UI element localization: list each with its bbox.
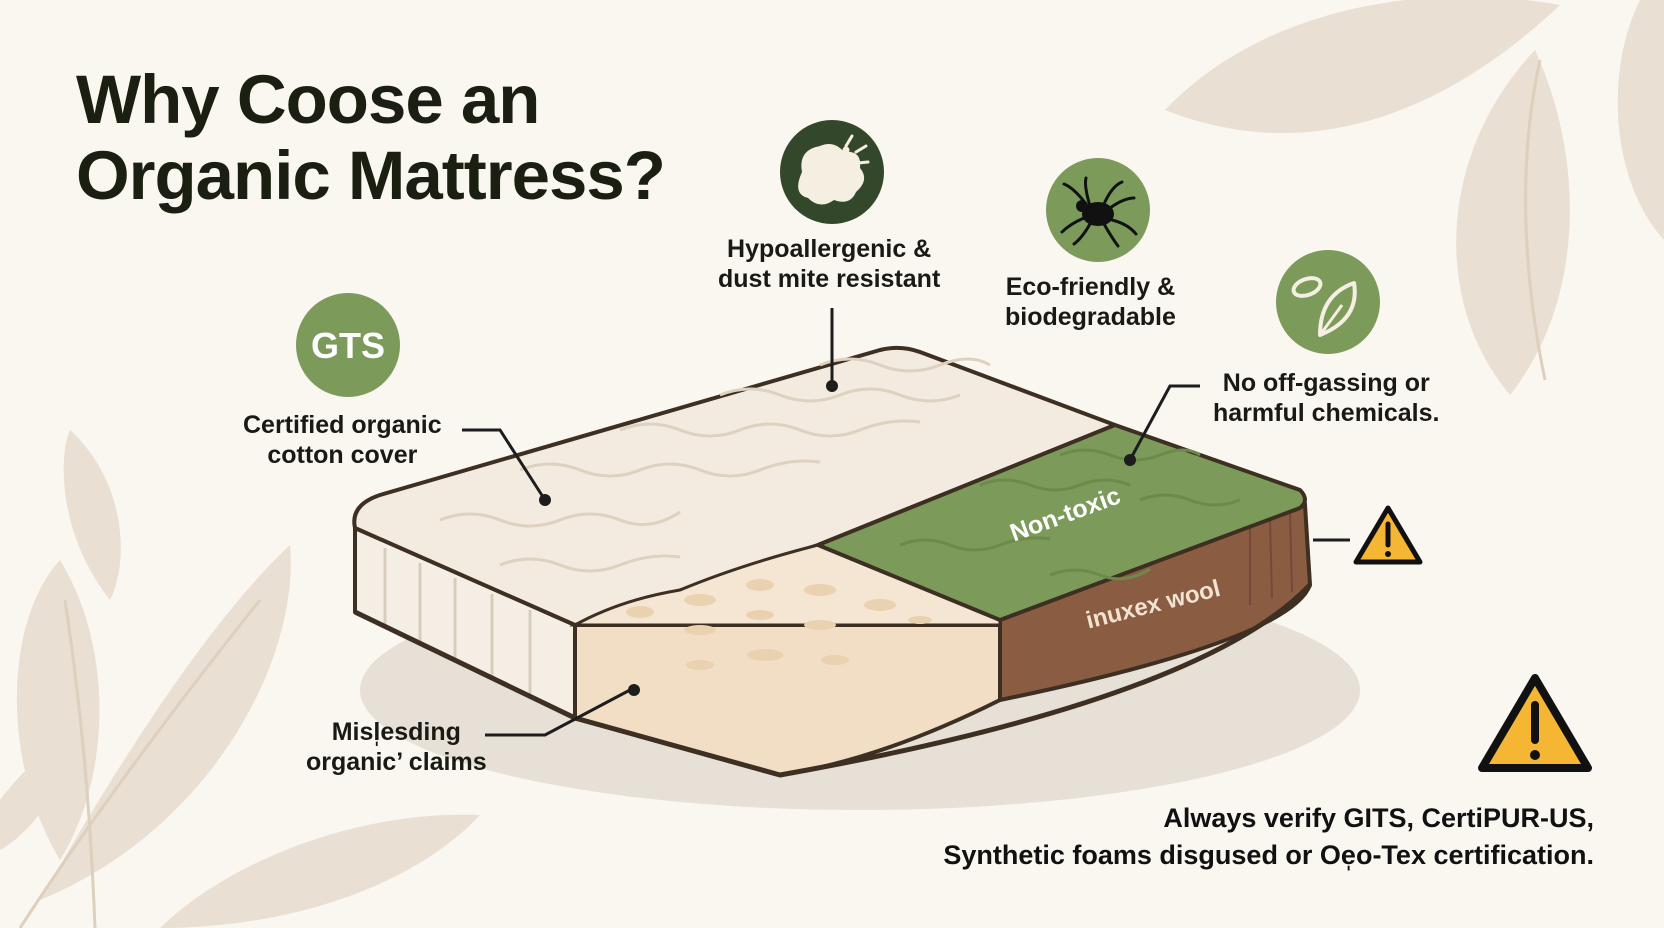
- callout-no-offgassing: No off-gassing or harmful chemicals.: [1213, 368, 1439, 428]
- wool-stripes: [1249, 511, 1293, 605]
- footer-note: Always verify GITS, CertiPUR-US, Synthet…: [943, 800, 1594, 874]
- callout-offgas-line1: No off-gassing or: [1222, 369, 1430, 397]
- leaf-seed-icon: [1276, 250, 1380, 354]
- warning-triangle-icon-large: [1478, 674, 1592, 772]
- mattress-bottom-edge: [353, 583, 1312, 778]
- latex-holes: [626, 579, 932, 670]
- side-stitching: [383, 548, 532, 697]
- leaf-top-right-2: [1456, 50, 1570, 395]
- callout-cotton-line1: Certified organic: [243, 411, 442, 439]
- leaf-left-edge: [0, 744, 75, 850]
- title-line-2: Organic Mattress?: [76, 137, 666, 214]
- leader-dots: [539, 380, 1136, 696]
- mattress: [352, 345, 1313, 778]
- callout-hypo-line2: dust mite resistant: [718, 265, 941, 293]
- callout-eco-line1: Eco-friendly &: [1005, 273, 1176, 301]
- warning-triangle-icon-small: [1353, 505, 1423, 565]
- callout-misleading-line1: Misl̩esding: [331, 718, 461, 746]
- callout-misleading-claims: Misl̩esding organic’ claims: [306, 717, 487, 777]
- leaf-top-right-1: [1165, 0, 1560, 133]
- callout-cotton-cover: Certified organic cotton cover: [243, 410, 442, 470]
- certification-badge: GTS: [296, 293, 400, 397]
- leader-cotton: [462, 428, 547, 501]
- cotton-quilting: [439, 357, 991, 573]
- callout-offgas-line2: harmful chemicals.: [1213, 399, 1440, 427]
- green-layer-top: [816, 423, 1307, 622]
- dust-mite-icon: [1046, 158, 1150, 262]
- footer-note-line2: Synthetic foams disgused or Oe̩o-Tex cer…: [943, 840, 1594, 870]
- title-line-1: Why Coose an: [76, 61, 540, 138]
- page-title: Why Coose an Organic Mattress?: [76, 61, 666, 214]
- leaf-left-1: [63, 430, 121, 600]
- leaf-stems: [18, 59, 1547, 928]
- cotton-puff-icon: [780, 120, 884, 224]
- leader-offgas: [1128, 384, 1200, 461]
- leaf-top-right-3: [1617, 0, 1664, 240]
- cotton-top: [352, 345, 1117, 627]
- callout-cotton-line2: cotton cover: [267, 441, 418, 469]
- badge-text: GTS: [311, 325, 385, 366]
- callout-misleading-line2: organic’ claims: [306, 748, 487, 776]
- callout-hypo-line1: Hypoallergenic &: [727, 235, 932, 263]
- callout-eco-line2: biodegradable: [1005, 303, 1176, 331]
- leaf-bottom-1: [160, 814, 480, 928]
- leader-misleading: [485, 688, 631, 737]
- footer-note-line1: Always verify GITS, CertiPUR-US,: [1163, 803, 1594, 833]
- leader-lines: [462, 308, 1350, 737]
- callout-eco-friendly: Eco-friendly & biodegradable: [1005, 272, 1176, 332]
- callout-hypoallergenic: Hypoallergenic & dust mite resistant: [718, 234, 940, 294]
